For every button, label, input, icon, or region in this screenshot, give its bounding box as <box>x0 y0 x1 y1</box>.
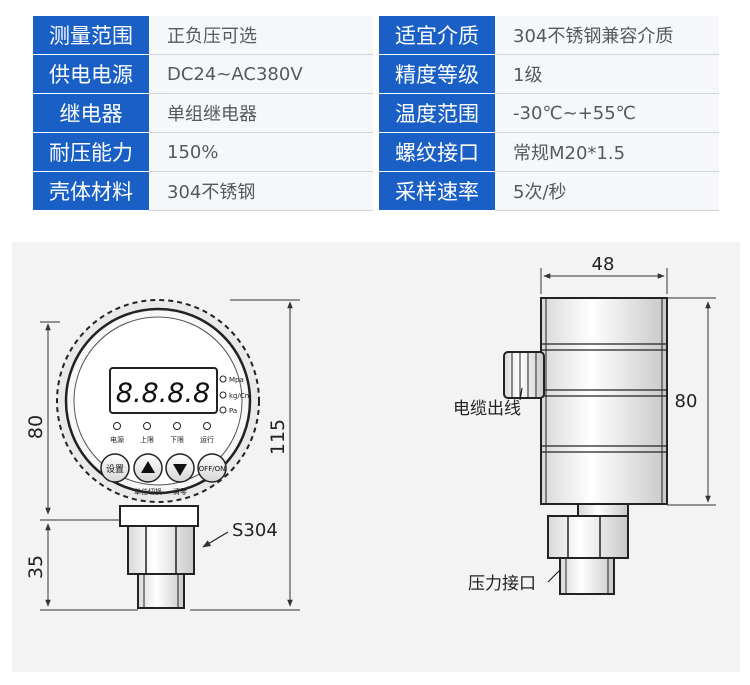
side-hex-nut <box>547 515 629 559</box>
off-on-button-label: OFF/ON <box>199 465 226 473</box>
button-caption: 清零 <box>173 487 187 496</box>
dim-total-height: 115 <box>267 419 289 455</box>
spec-value: 150% <box>149 132 373 172</box>
set-button[interactable]: 设置 <box>100 453 130 483</box>
led-lower-icon <box>173 422 181 430</box>
unit-dot <box>219 375 227 383</box>
spec-value: 1级 <box>495 54 719 94</box>
spec-value: 正负压可选 <box>149 16 373 55</box>
spec-gap <box>373 132 379 172</box>
up-button[interactable] <box>133 453 163 483</box>
spec-row: 耐压能力 150% 螺纹接口 常规M20*1.5 <box>33 132 719 172</box>
pressure-port-label: 压力接口 <box>468 574 536 594</box>
unit-label: Pa <box>229 407 237 415</box>
spec-row: 继电器 单组继电器 温度范围 -30℃~+55℃ <box>33 93 719 133</box>
spec-label: 螺纹接口 <box>379 132 495 172</box>
spec-value: DC24~AC380V <box>149 54 373 94</box>
led-upper-icon <box>143 422 151 430</box>
spec-label: 采样速率 <box>379 171 495 211</box>
spec-label: 适宜介质 <box>379 16 495 55</box>
spec-label: 耐压能力 <box>33 132 149 172</box>
led-label: 上限 <box>140 435 154 444</box>
spec-value: 常规M20*1.5 <box>495 132 719 172</box>
led-power-icon <box>113 422 121 430</box>
unit-label: kg/Cm <box>229 392 252 400</box>
neck <box>119 505 199 527</box>
side-view: 48 电缆出线 压力接口 80 <box>453 254 716 595</box>
front-view: 8.8.8.8 Mpa kg/Cm Pa 电源 上限 下限 运行 设置 <box>25 299 300 611</box>
led-label: 电源 <box>110 435 124 444</box>
hex-nut <box>127 525 195 575</box>
side-body <box>540 297 668 505</box>
spec-label: 精度等级 <box>379 54 495 94</box>
unit-dot <box>219 406 227 414</box>
spec-row: 测量范围 正负压可选 适宜介质 304不锈钢兼容介质 <box>33 16 719 55</box>
led-run-icon <box>203 422 211 430</box>
dim-fitting-height: 35 <box>25 555 47 579</box>
dimension-drawing: 8.8.8.8 Mpa kg/Cm Pa 电源 上限 下限 运行 设置 <box>12 242 740 672</box>
lcd-display <box>109 367 218 414</box>
dim-body-height: 80 <box>25 415 47 439</box>
spec-label: 测量范围 <box>33 16 149 55</box>
thread-fitting <box>137 573 185 609</box>
button-caption: 单位切换 <box>134 487 162 496</box>
spec-row: 壳体材料 304不锈钢 采样速率 5次/秒 <box>33 171 719 211</box>
spec-gap <box>373 54 379 94</box>
spec-value: 5次/秒 <box>495 171 719 211</box>
spec-label: 继电器 <box>33 93 149 133</box>
spec-label: 壳体材料 <box>33 171 149 211</box>
spec-gap <box>373 93 379 133</box>
unit-label: Mpa <box>229 376 244 384</box>
material-label: S304 <box>232 520 278 541</box>
spec-value: 单组继电器 <box>149 93 373 133</box>
spec-value: -30℃~+55℃ <box>495 93 719 133</box>
set-button-label: 设置 <box>106 464 124 475</box>
spec-table: 测量范围 正负压可选 适宜介质 304不锈钢兼容介质 供电电源 DC24~AC3… <box>33 16 719 211</box>
dim-side-height: 80 <box>675 391 698 412</box>
cable-gland <box>503 351 545 399</box>
up-triangle-icon <box>141 461 155 473</box>
down-button[interactable] <box>165 453 195 483</box>
off-on-button[interactable]: OFF/ON <box>197 453 227 483</box>
spec-gap <box>373 171 379 211</box>
side-neck <box>577 503 629 517</box>
dim-width: 48 <box>592 254 615 275</box>
cable-outlet-label: 电缆出线 <box>453 399 521 419</box>
unit-dot <box>219 391 227 399</box>
led-label: 下限 <box>170 435 184 444</box>
lcd-digits: 8.8.8.8 <box>116 378 210 409</box>
spec-value: 304不锈钢 <box>149 171 373 211</box>
spec-label: 供电电源 <box>33 54 149 94</box>
led-label: 运行 <box>200 435 214 444</box>
spec-row: 供电电源 DC24~AC380V 精度等级 1级 <box>33 54 719 94</box>
side-thread-fitting <box>559 557 615 595</box>
down-triangle-icon <box>173 464 187 476</box>
spec-value: 304不锈钢兼容介质 <box>495 16 719 55</box>
spec-gap <box>373 16 379 55</box>
spec-label: 温度范围 <box>379 93 495 133</box>
